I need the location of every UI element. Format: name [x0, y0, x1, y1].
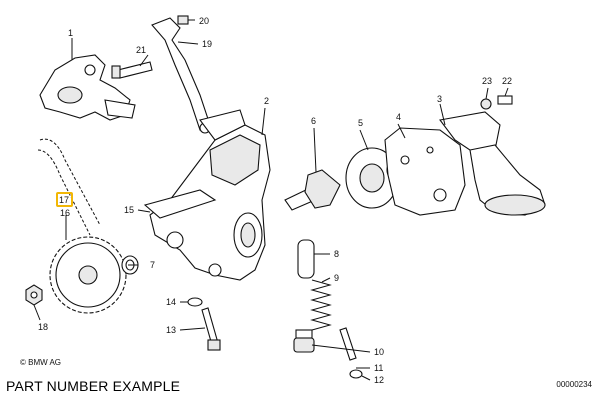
caption-text: PART NUMBER EXAMPLE — [6, 378, 181, 394]
part-21-bolt[interactable] — [111, 61, 153, 79]
callout-7[interactable]: 7 — [150, 260, 155, 270]
callout-12[interactable]: 12 — [374, 375, 384, 385]
part-15-bracket[interactable] — [143, 189, 217, 219]
part-14-washer[interactable] — [187, 297, 203, 307]
callout-15[interactable]: 15 — [124, 205, 134, 215]
part-17-chain[interactable] — [37, 138, 101, 236]
callout-1[interactable]: 1 — [68, 28, 73, 38]
part-3-intake-pipe[interactable] — [439, 111, 546, 216]
part-13-bolt[interactable] — [201, 307, 221, 351]
leader-lines — [33, 19, 509, 381]
part-23-washer[interactable] — [480, 98, 492, 110]
callout-9[interactable]: 9 — [334, 273, 339, 283]
callout-6[interactable]: 6 — [311, 116, 316, 126]
callout-10[interactable]: 10 — [374, 347, 384, 357]
part-16-sprocket[interactable] — [49, 236, 127, 314]
callout-3[interactable]: 3 — [437, 94, 442, 104]
part-22-bolt[interactable] — [497, 95, 513, 105]
copyright-notice: © BMW AG — [20, 358, 62, 367]
callout-2[interactable]: 2 — [264, 96, 269, 106]
part-20-bolt[interactable] — [177, 15, 189, 25]
callout-19[interactable]: 19 — [202, 39, 212, 49]
callout-16[interactable]: 16 — [60, 208, 70, 218]
callout-11[interactable]: 11 — [374, 363, 383, 373]
callout-8[interactable]: 8 — [334, 249, 339, 259]
part-18-nut[interactable] — [25, 284, 43, 306]
callout-18[interactable]: 18 — [38, 322, 48, 332]
callout-14[interactable]: 14 — [166, 297, 176, 307]
callout-17[interactable]: 17 — [59, 195, 69, 205]
part-10-plug[interactable] — [293, 329, 315, 353]
part-11-stop-pin[interactable] — [339, 327, 357, 361]
part-1-oil-pickup[interactable] — [39, 54, 136, 121]
part-12-circlip[interactable] — [349, 369, 363, 379]
callout-4[interactable]: 4 — [396, 112, 401, 122]
part-19-oil-pipe[interactable] — [151, 17, 211, 134]
callout-22[interactable]: 22 — [502, 76, 512, 86]
callout-20[interactable]: 20 — [199, 16, 209, 26]
part-6-drive-shaft[interactable] — [284, 169, 341, 211]
callout-21[interactable]: 21 — [136, 45, 146, 55]
part-4-pump-cover[interactable] — [384, 127, 466, 216]
callout-5[interactable]: 5 — [358, 118, 363, 128]
callout-17-highlight — [56, 192, 73, 207]
part-9-spring[interactable] — [310, 279, 332, 331]
document-number: 00000234 — [556, 380, 592, 389]
callout-23[interactable]: 23 — [482, 76, 492, 86]
part-8-valve-piston[interactable] — [297, 239, 315, 279]
callout-13[interactable]: 13 — [166, 325, 176, 335]
part-2-pump-housing[interactable] — [149, 109, 271, 281]
